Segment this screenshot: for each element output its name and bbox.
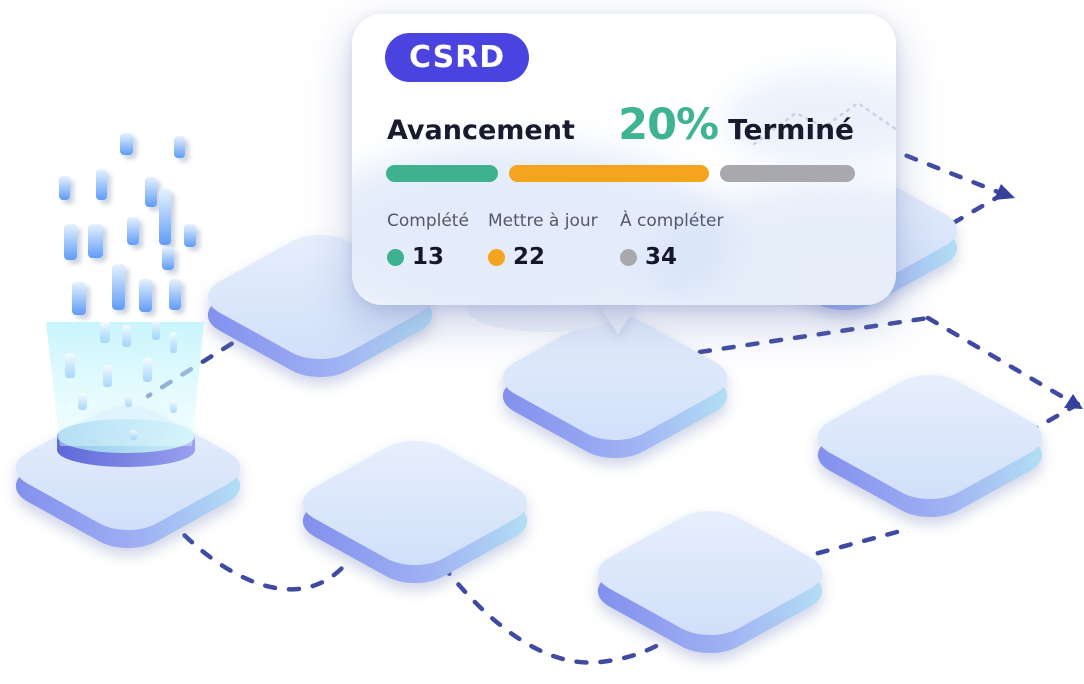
water-drop [143,358,152,382]
legend-value: 22 [513,244,546,270]
flow-path [697,315,931,355]
percent-label: Terminé [728,113,854,146]
legend-value: 13 [412,244,445,270]
water-drop [130,430,137,440]
tile [286,431,544,593]
flow-path [440,563,663,665]
tile [801,365,1059,527]
legend-dot-green [387,248,404,266]
legend-label: Mettre à jour [488,211,598,231]
csrd-badge: CSRD [385,33,530,82]
water-drop [100,322,110,343]
percent-value: 20% [618,100,719,150]
water-drop [170,332,177,353]
water-drop [96,169,107,200]
legend-dot-gray [620,248,637,266]
water-drop [162,247,174,270]
flow-path [797,529,900,561]
tile [581,501,839,663]
legend-item-to-complete: À compléter 34 [620,211,723,270]
water-drop [159,189,171,245]
water-drop [72,282,86,315]
falling-drops [59,133,196,315]
flow-arrows [994,184,1083,409]
water-drop [112,264,125,310]
progress-segment-complete [386,165,498,182]
legend-item-complete: Complété 13 [387,211,469,270]
legend-value: 34 [645,244,678,270]
data-fountain [46,133,204,467]
water-drop [127,217,139,245]
flow-path [925,315,1071,403]
water-drop [139,279,152,312]
legend-label: À compléter [620,211,724,231]
water-drop [170,400,177,413]
water-drop [120,133,133,155]
progress-bar [386,165,855,182]
progress-segment-to-update [509,165,709,182]
water-drop [169,279,181,310]
water-drop [145,177,157,207]
water-drop [64,224,77,260]
arrow-icon [1064,394,1083,409]
legend-label: Complété [387,211,469,231]
water-drop [125,395,132,407]
water-drop [152,320,160,340]
water-drop [174,136,185,158]
water-drop [184,224,196,247]
progress-header: Avancement 20% Terminé [387,100,854,150]
water-drop [122,325,131,347]
fountain-beam [46,322,204,446]
legend-dot-orange [488,248,505,266]
water-drop [59,176,70,200]
water-drop [65,353,75,378]
card-tail [597,303,639,334]
beam-drops [65,320,177,440]
water-drop [78,393,87,410]
progress-card: CSRD Avancement 20% Terminé Complété 13 … [352,14,896,305]
water-drop [88,224,103,258]
dotted-mountain-decoration [752,101,896,146]
progress-segment-to-complete [720,165,855,182]
water-drop [103,365,112,387]
legend-item-to-update: Mettre à jour 22 [488,211,598,270]
flow-path [945,191,1006,229]
arrow-icon [994,184,1015,200]
card-title: Avancement [387,115,575,146]
percent-group: 20% Terminé [618,100,854,150]
